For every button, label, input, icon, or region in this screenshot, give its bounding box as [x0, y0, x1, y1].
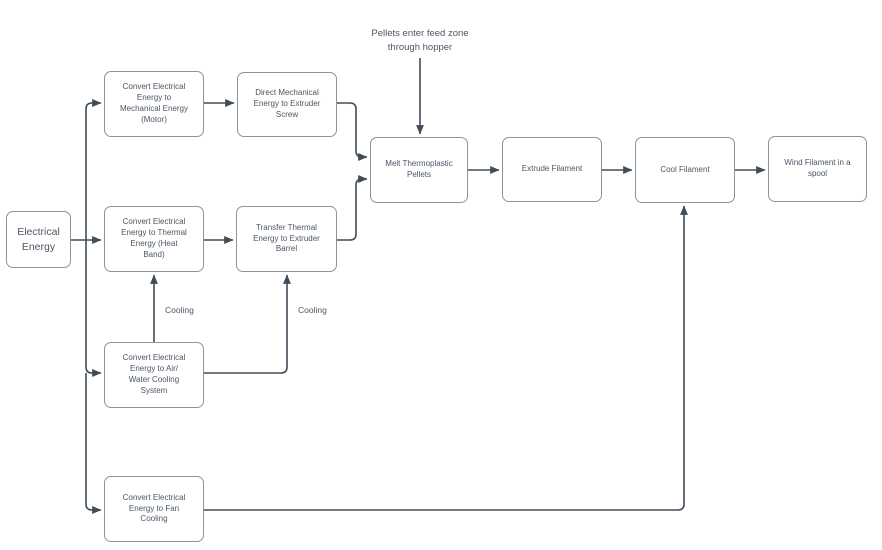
edge-direct-to-melt: [337, 102, 368, 161]
node-cool-filament: Cool Filament: [635, 137, 735, 203]
edge-label-cooling-1: Cooling: [165, 305, 194, 315]
node-electrical-energy-label: Electrical Energy: [17, 226, 60, 253]
node-extrude-filament-label: Extrude Filament: [521, 164, 583, 174]
node-transfer-thermal-label: Transfer Thermal Energy to Extruder Barr…: [253, 222, 320, 254]
node-convert-fan-cooling-label: Convert Electrical Energy to Fan Cooling: [122, 492, 186, 524]
edge-label-cooling-2: Cooling: [298, 305, 327, 315]
edge-electrical-to-fan: [85, 373, 102, 514]
node-wind-filament: Wind Filament in a spool: [768, 136, 867, 202]
node-convert-thermal-label: Convert Electrical Energy to Thermal Ene…: [121, 217, 187, 259]
node-convert-mechanical-label: Convert Electrical Energy to Mechanical …: [119, 82, 189, 124]
edge-electrical-to-air-water: [85, 240, 102, 377]
edge-electrical-to-mechanical: [85, 99, 102, 240]
node-convert-thermal: Convert Electrical Energy to Thermal Ene…: [104, 206, 204, 272]
node-melt-pellets: Melt Thermoplastic Pellets: [370, 137, 468, 203]
annotation-hopper-note: Pellets enter feed zone through hopper: [371, 28, 469, 53]
node-cool-filament-label: Cool Filament: [660, 164, 710, 174]
node-convert-air-water-cooling-label: Convert Electrical Energy to Air/ Water …: [122, 353, 186, 395]
node-electrical-energy: Electrical Energy: [6, 211, 71, 268]
node-wind-filament-label: Wind Filament in a spool: [784, 158, 851, 178]
node-transfer-thermal: Transfer Thermal Energy to Extruder Barr…: [236, 206, 337, 272]
node-convert-fan-cooling: Convert Electrical Energy to Fan Cooling: [104, 476, 204, 542]
node-direct-mechanical-label: Direct Mechanical Energy to Extruder Scr…: [253, 88, 321, 119]
node-convert-mechanical: Convert Electrical Energy to Mechanical …: [104, 71, 204, 137]
edge-airwater-to-transfer-cooling: [204, 274, 291, 374]
node-direct-mechanical: Direct Mechanical Energy to Extruder Scr…: [237, 72, 337, 137]
node-convert-air-water-cooling: Convert Electrical Energy to Air/ Water …: [104, 342, 204, 408]
edge-fan-to-cool: [204, 205, 688, 511]
node-melt-pellets-label: Melt Thermoplastic Pellets: [385, 159, 453, 179]
edge-transfer-to-melt: [337, 175, 368, 241]
node-extrude-filament: Extrude Filament: [502, 137, 602, 202]
